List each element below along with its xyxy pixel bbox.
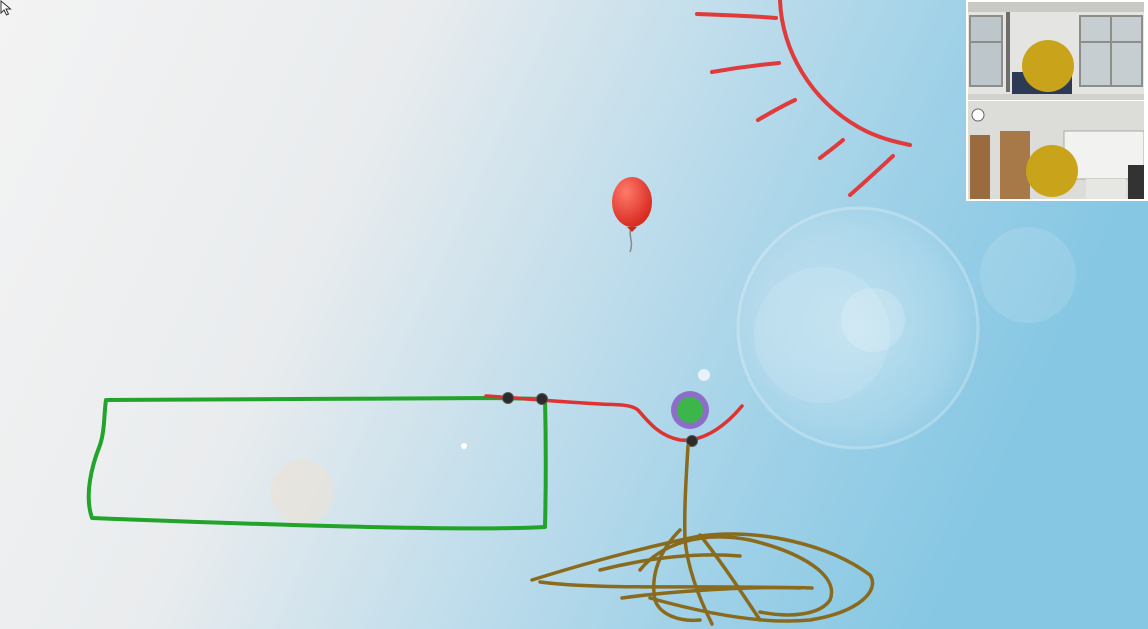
lens-flare-inner <box>754 267 890 403</box>
blurred-face-1 <box>1022 40 1074 92</box>
peg-1[interactable] <box>502 392 514 404</box>
peg-2[interactable] <box>536 393 548 405</box>
webcam-tile-participant-2[interactable] <box>968 101 1144 199</box>
webcam-panel <box>966 0 1148 201</box>
peg-3[interactable] <box>686 435 698 447</box>
webcam-tile-participant-1[interactable] <box>968 2 1144 100</box>
lens-flare-glow <box>270 460 334 524</box>
brown-scribble-drawing <box>530 444 875 626</box>
sun-drawing-icon <box>695 0 912 197</box>
red-rope-drawing <box>484 394 744 442</box>
lens-flare-dot <box>841 288 905 352</box>
lens-flare-large <box>736 206 980 450</box>
mouse-pointer-icon <box>0 0 12 16</box>
lens-flare-sparkle <box>698 369 710 381</box>
lens-flare-speck <box>461 443 467 449</box>
green-ball-icon[interactable] <box>671 391 709 429</box>
blurred-face-2 <box>1026 145 1078 197</box>
green-box-drawing <box>86 396 548 531</box>
red-balloon-icon[interactable] <box>612 177 652 253</box>
lens-flare-small <box>980 227 1076 323</box>
